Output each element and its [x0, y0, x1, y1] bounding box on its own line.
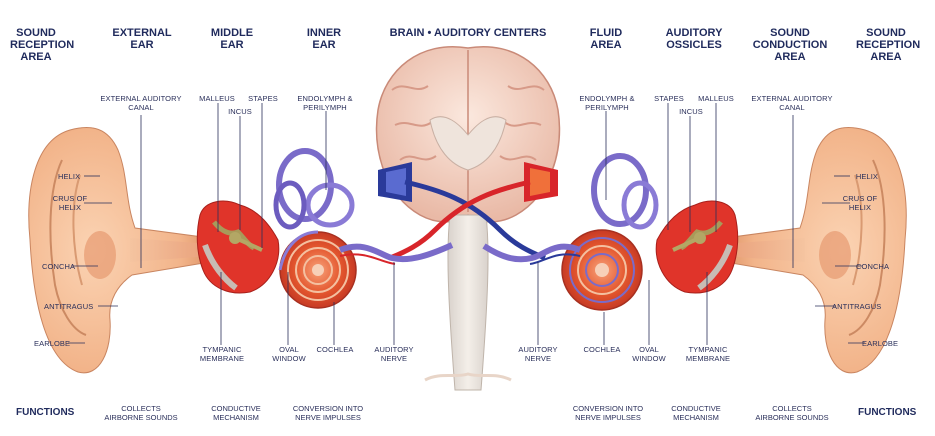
function-right-collects-airborne-sounds: COLLECTS AIRBORNE SOUNDS [755, 404, 829, 422]
right-middle-ear [655, 200, 739, 294]
label-left-crus-of-helix: CRUS OF HELIX [52, 194, 88, 212]
header-sound-conduction-area: SOUND CONDUCTION AREA [752, 27, 828, 63]
header-middle-ear: MIDDLE EAR [210, 27, 254, 51]
right-inner-ear [561, 153, 659, 311]
label-right-tympanic-membrane: TYMPANIC MEMBRANE [685, 345, 731, 363]
label-right-external-auditory-canal: EXTERNAL AUDITORY CANAL [751, 94, 833, 112]
function-left-conductive-mechanism: CONDUCTIVE MECHANISM [211, 404, 261, 422]
leader-lines [68, 103, 865, 345]
header-auditory-ossicles: AUDITORY OSSICLES [665, 27, 723, 51]
label-right-antitragus: ANTITRAGUS [832, 302, 882, 311]
header-right-sound-reception-area: SOUND RECEPTION AREA [856, 27, 921, 63]
label-right-auditory-nerve: AUDITORY NERVE [518, 345, 558, 363]
label-left-concha: CONCHA [42, 262, 76, 271]
header-inner-ear: INNER EAR [306, 27, 342, 51]
label-left-auditory-nerve: AUDITORY NERVE [374, 345, 414, 363]
label-left-malleus: MALLEUS [199, 94, 235, 103]
functions-title-right: FUNCTIONS [858, 407, 917, 418]
label-right-stapes: STAPES [654, 94, 684, 103]
header-left-sound-reception-area: SOUND RECEPTION AREA [10, 27, 75, 63]
label-left-earlobe: EARLOBE [34, 339, 71, 348]
label-right-earlobe: EARLOBE [862, 339, 899, 348]
function-right-conductive-mechanism: CONDUCTIVE MECHANISM [671, 404, 721, 422]
header-brain-auditory-centers: BRAIN • AUDITORY CENTERS [389, 27, 547, 39]
label-left-external-auditory-canal: EXTERNAL AUDITORY CANAL [100, 94, 182, 112]
label-right-concha: CONCHA [856, 262, 890, 271]
label-left-helix: HELIX [58, 172, 81, 181]
header-external-ear: EXTERNAL EAR [112, 27, 172, 51]
label-left-incus: INCUS [228, 107, 252, 116]
label-right-cochlea: COCHLEA [583, 345, 621, 354]
label-right-helix: HELIX [855, 172, 878, 181]
left-inner-ear [273, 148, 357, 309]
function-right-conversion-nerve-impulses: CONVERSION INTO NERVE IMPULSES [572, 404, 644, 422]
header-fluid-area: FLUID AREA [589, 27, 623, 51]
label-right-incus: INCUS [679, 107, 703, 116]
label-left-stapes: STAPES [248, 94, 278, 103]
label-left-tympanic-membrane: TYMPANIC MEMBRANE [199, 345, 245, 363]
label-left-endolymph-perilymph: ENDOLYMPH & PERILYMPH [297, 94, 353, 112]
function-left-conversion-nerve-impulses: CONVERSION INTO NERVE IMPULSES [292, 404, 364, 422]
label-left-cochlea: COCHLEA [316, 345, 354, 354]
functions-title-left: FUNCTIONS [16, 407, 75, 418]
label-right-malleus: MALLEUS [698, 94, 734, 103]
label-right-endolymph-perilymph: ENDOLYMPH & PERILYMPH [579, 94, 635, 112]
label-left-antitragus: ANTITRAGUS [44, 302, 94, 311]
function-left-collects-airborne-sounds: COLLECTS AIRBORNE SOUNDS [104, 404, 178, 422]
left-outer-ear [28, 127, 211, 374]
left-middle-ear [196, 200, 280, 294]
label-right-oval-window: OVAL WINDOW [632, 345, 666, 363]
label-right-crus-of-helix: CRUS OF HELIX [842, 194, 878, 212]
auditory-nerves [338, 242, 582, 265]
label-left-oval-window: OVAL WINDOW [272, 345, 306, 363]
right-outer-ear [724, 127, 907, 374]
brain-cross-section [375, 46, 561, 391]
